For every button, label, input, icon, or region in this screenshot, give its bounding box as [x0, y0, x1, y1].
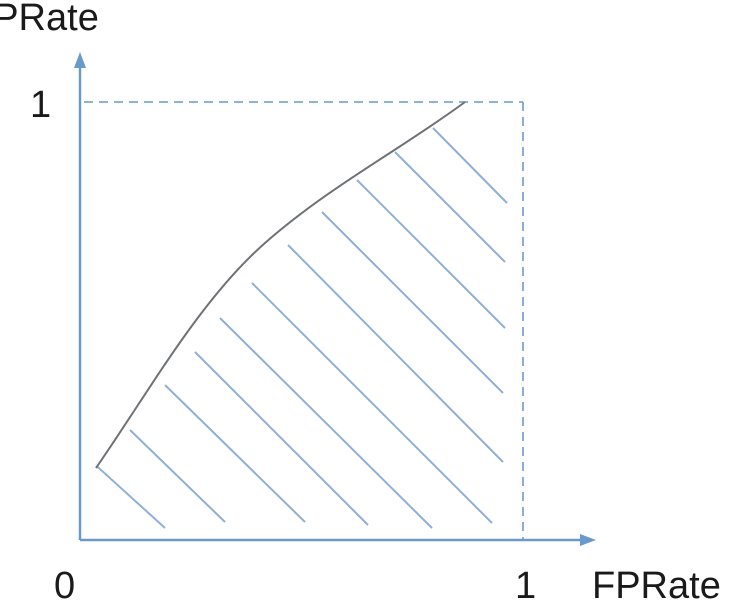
hatch-line: [164, 384, 306, 523]
y-axis-arrow-icon: [74, 52, 86, 68]
hatch-line: [96, 459, 166, 529]
axes: [78, 66, 583, 542]
hatch-line: [287, 244, 504, 463]
hatch-line: [251, 282, 493, 524]
hatched-area: [96, 127, 508, 529]
hatch-line: [129, 429, 226, 523]
hatch-line: [356, 179, 506, 329]
origin-label: 0: [54, 565, 75, 607]
hatch-line: [194, 351, 369, 526]
roc-curve: [95, 101, 466, 469]
x-axis-arrow-icon: [580, 534, 596, 546]
unit-square-guides: [84, 101, 524, 540]
hatch-line: [432, 127, 508, 204]
hatch-line: [394, 151, 506, 263]
hatch-line: [219, 317, 433, 529]
hatch-line: [321, 211, 504, 394]
x-max-label: 1: [515, 565, 536, 607]
y-axis-label: TPRate: [0, 0, 99, 39]
y-max-label: 1: [30, 84, 51, 126]
x-axis-label: FPRate: [592, 565, 721, 607]
